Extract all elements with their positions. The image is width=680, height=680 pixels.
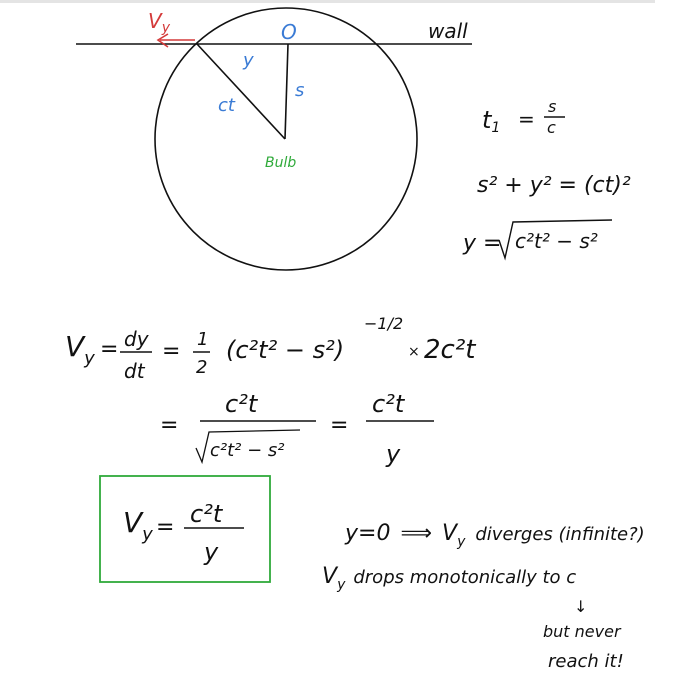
svg-text:Vy: Vy xyxy=(123,506,153,545)
svg-text:c²t² − s²: c²t² − s² xyxy=(515,229,598,253)
svg-text:c²t: c²t xyxy=(225,390,259,418)
svg-text:=: = xyxy=(162,339,180,364)
s-label: s xyxy=(295,80,304,101)
velocity-label: Vy xyxy=(148,9,171,36)
svg-text:(c²t² − s²): (c²t² − s²) xyxy=(226,336,344,364)
boxed-result: Vy = c²t y xyxy=(99,475,271,583)
note-line-3: but never xyxy=(543,622,622,641)
svg-text:s: s xyxy=(548,97,556,116)
svg-text:c: c xyxy=(547,118,556,137)
equation-t1: t1 = s c xyxy=(482,97,565,137)
svg-text:1: 1 xyxy=(197,329,208,350)
svg-text:c²t: c²t xyxy=(190,500,224,528)
ct-label: ct xyxy=(218,95,236,116)
equation-simplified: = c²t c²t² − s² = c²t y xyxy=(160,390,434,468)
wall-label: wall xyxy=(428,19,468,43)
svg-text:2: 2 xyxy=(196,357,207,378)
svg-text:×: × xyxy=(408,344,420,360)
svg-text:t1: t1 xyxy=(482,106,500,136)
note-line-4: reach it! xyxy=(548,651,624,672)
s-line xyxy=(284,43,289,140)
y-label: y xyxy=(242,50,254,71)
svg-text:=: = xyxy=(518,107,535,131)
velocity-arrow-icon xyxy=(156,33,195,48)
svg-text:c²t: c²t xyxy=(372,390,406,418)
svg-text:dt: dt xyxy=(124,359,146,383)
bulb-label: Bulb xyxy=(265,155,296,171)
svg-text:Vy: Vy xyxy=(65,330,95,369)
sqrt-symbol-icon xyxy=(195,429,301,465)
equation-y-solve: y = c²t² − s² xyxy=(462,219,613,261)
svg-text:=: = xyxy=(156,515,174,540)
svg-text:2c²t: 2c²t xyxy=(424,335,476,365)
svg-text:=: = xyxy=(160,413,178,438)
ct-line xyxy=(196,43,286,140)
top-border-bar xyxy=(0,0,655,3)
svg-text:c²t² − s²: c²t² − s² xyxy=(210,440,285,461)
green-highlight-box xyxy=(99,475,271,583)
svg-text:dy: dy xyxy=(124,327,150,351)
svg-text:y: y xyxy=(203,538,219,566)
svg-text:y: y xyxy=(385,440,401,468)
sqrt-symbol-icon xyxy=(498,219,613,261)
equation-derivative: Vy = dy dt = 1 2 (c²t² − s²) −1/2 × 2c²t xyxy=(65,314,476,383)
svg-text:y =: y = xyxy=(462,231,501,256)
light-front-circle xyxy=(154,7,418,271)
equation-pythagoras: s² + y² = (ct)² xyxy=(477,173,631,198)
svg-text:=: = xyxy=(100,337,118,362)
svg-text:−1/2: −1/2 xyxy=(364,314,403,333)
origin-label: O xyxy=(281,20,297,44)
down-arrow-icon: ↓ xyxy=(574,597,587,616)
svg-text:=: = xyxy=(330,413,348,438)
